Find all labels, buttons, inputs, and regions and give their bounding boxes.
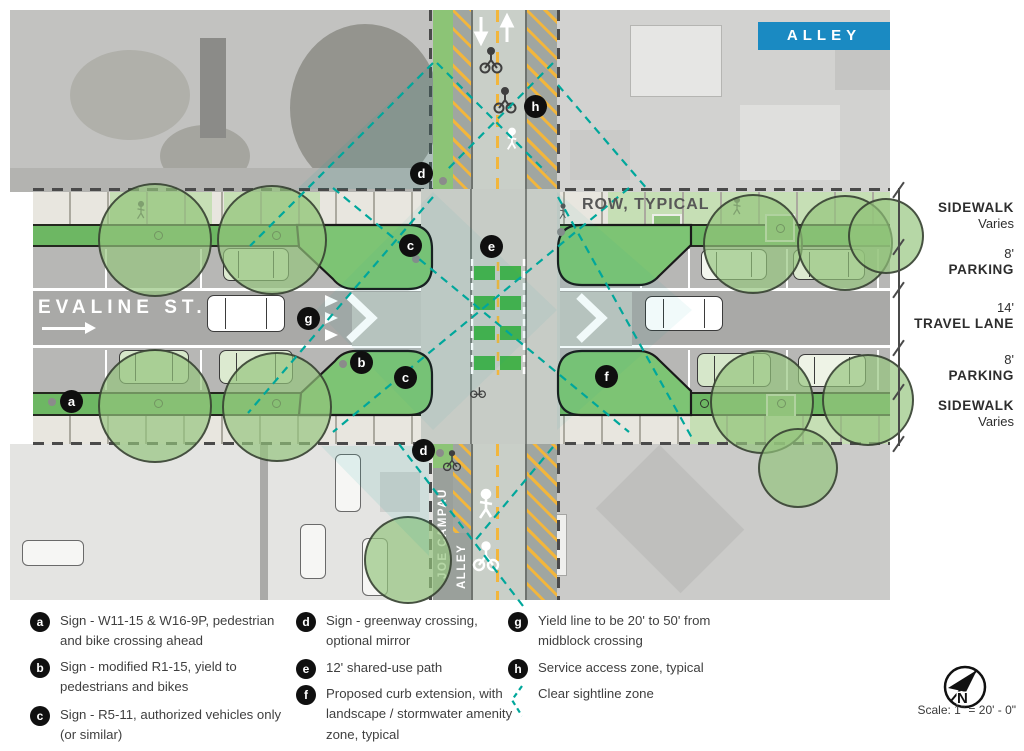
legend-item-e: e 12' shared-use path bbox=[296, 658, 521, 679]
legend-text-h: Service access zone, typical bbox=[538, 660, 704, 675]
legend-item-h: h Service access zone, typical bbox=[508, 658, 768, 679]
tree bbox=[848, 198, 924, 274]
marker-f: f bbox=[595, 365, 618, 388]
path-centerline bbox=[496, 444, 499, 600]
dimension-label-parking-bottom: 8' PARKING bbox=[948, 352, 1014, 383]
legend-text-e: 12' shared-use path bbox=[326, 660, 443, 675]
tree bbox=[758, 428, 838, 508]
dimension-label-sidewalk-bottom: SIDEWALK Varies bbox=[937, 398, 1014, 429]
legend-item-b: b Sign - modified R1-15, yield to pedest… bbox=[30, 657, 298, 698]
marker-g: g bbox=[297, 307, 320, 330]
marker-d: d bbox=[410, 162, 433, 185]
legend-marker-h: h bbox=[508, 659, 528, 679]
tree bbox=[98, 183, 212, 297]
dimension-line bbox=[898, 188, 900, 446]
legend-text-b: Sign - modified R1-15, yield to pedestri… bbox=[60, 659, 237, 695]
marker-d: d bbox=[412, 439, 435, 462]
shared-use-path bbox=[471, 10, 527, 192]
path-centerline bbox=[496, 10, 499, 192]
legend-marker-e: e bbox=[296, 659, 316, 679]
marker-c: c bbox=[399, 234, 422, 257]
marker-b: b bbox=[350, 351, 373, 374]
yield-zone bbox=[352, 292, 421, 346]
photo-car bbox=[335, 454, 361, 512]
service-access-zone bbox=[527, 444, 557, 600]
legend-item-f: f Proposed curb extension, with landscap… bbox=[296, 684, 521, 745]
legend-text-f: Proposed curb extension, with landscape … bbox=[326, 686, 513, 742]
legend-text-g: Yield line to be 20' to 50' from midbloc… bbox=[538, 613, 711, 649]
sign-post bbox=[339, 360, 347, 368]
car-travel-lane bbox=[645, 296, 723, 331]
tree bbox=[98, 349, 212, 463]
shared-use-path bbox=[471, 444, 527, 600]
legend-marker-a: a bbox=[30, 612, 50, 632]
legend-marker-g: g bbox=[508, 612, 528, 632]
sign-post bbox=[557, 228, 565, 236]
marker-c: c bbox=[394, 366, 417, 389]
yield-zone bbox=[560, 292, 632, 346]
tree bbox=[217, 185, 327, 295]
legend-marker-d: d bbox=[296, 612, 316, 632]
photo-car bbox=[22, 540, 84, 566]
greenway-planting-strip bbox=[433, 10, 453, 192]
marker-e: e bbox=[480, 235, 503, 258]
legend-item-c: c Sign - R5-11, authorized vehicles only… bbox=[30, 705, 298, 746]
marker-a: a bbox=[60, 390, 83, 413]
dimension-label-travel-lane: 14' TRAVEL LANE bbox=[914, 300, 1014, 331]
tree bbox=[222, 352, 332, 462]
alley-banner-label: ALLEY bbox=[786, 27, 862, 44]
car-travel-lane bbox=[207, 295, 285, 332]
legend-text-d: Sign - greenway crossing, optional mirro… bbox=[326, 613, 478, 649]
tree-trunk bbox=[700, 399, 709, 408]
photo-car bbox=[300, 524, 326, 579]
service-access-zone bbox=[453, 10, 471, 192]
tree bbox=[703, 194, 803, 294]
tree bbox=[364, 516, 452, 604]
legend-text-sightline: Clear sightline zone bbox=[538, 686, 654, 701]
scale-label: Scale: 1" = 20' - 0" bbox=[917, 703, 1016, 717]
dimension-label-sidewalk-top: SIDEWALK Varies bbox=[937, 200, 1014, 231]
legend-text-c: Sign - R5-11, authorized vehicles only (… bbox=[60, 707, 282, 743]
legend-marker-f: f bbox=[296, 685, 316, 705]
street-direction-arrow bbox=[42, 322, 96, 334]
row-typical-label: ROW, TYPICAL bbox=[582, 196, 710, 213]
marker-h: h bbox=[524, 95, 547, 118]
street-name-label: EVALINE ST. bbox=[38, 297, 207, 318]
sign-post bbox=[439, 177, 447, 185]
legend-marker-c: c bbox=[30, 706, 50, 726]
legend-item-d: d Sign - greenway crossing, optional mir… bbox=[296, 611, 521, 652]
sign-post bbox=[48, 398, 56, 406]
alley-row-line bbox=[557, 10, 560, 192]
legend-item-a: a Sign - W11-15 & W16-9P, pedestrian and… bbox=[30, 611, 298, 652]
alley-vertical-label: ALLEY bbox=[456, 543, 468, 590]
sign-post bbox=[436, 449, 444, 457]
legend-item-sightline: Clear sightline zone bbox=[508, 684, 768, 718]
legend-text-a: Sign - W11-15 & W16-9P, pedestrian and b… bbox=[60, 613, 275, 649]
crossing-zone bbox=[421, 189, 560, 444]
legend-item-g: g Yield line to be 20' to 50' from midbl… bbox=[508, 611, 768, 652]
tree-trunk bbox=[663, 224, 672, 233]
legend-marker-b: b bbox=[30, 658, 50, 678]
alley-vertical-label-box: ALLEY bbox=[453, 533, 471, 600]
alley-banner: ALLEY bbox=[758, 22, 890, 50]
dimension-label-parking-top: 8' PARKING bbox=[948, 246, 1014, 277]
sightline-legend-icon bbox=[510, 685, 523, 717]
alley-row-line bbox=[557, 444, 560, 600]
